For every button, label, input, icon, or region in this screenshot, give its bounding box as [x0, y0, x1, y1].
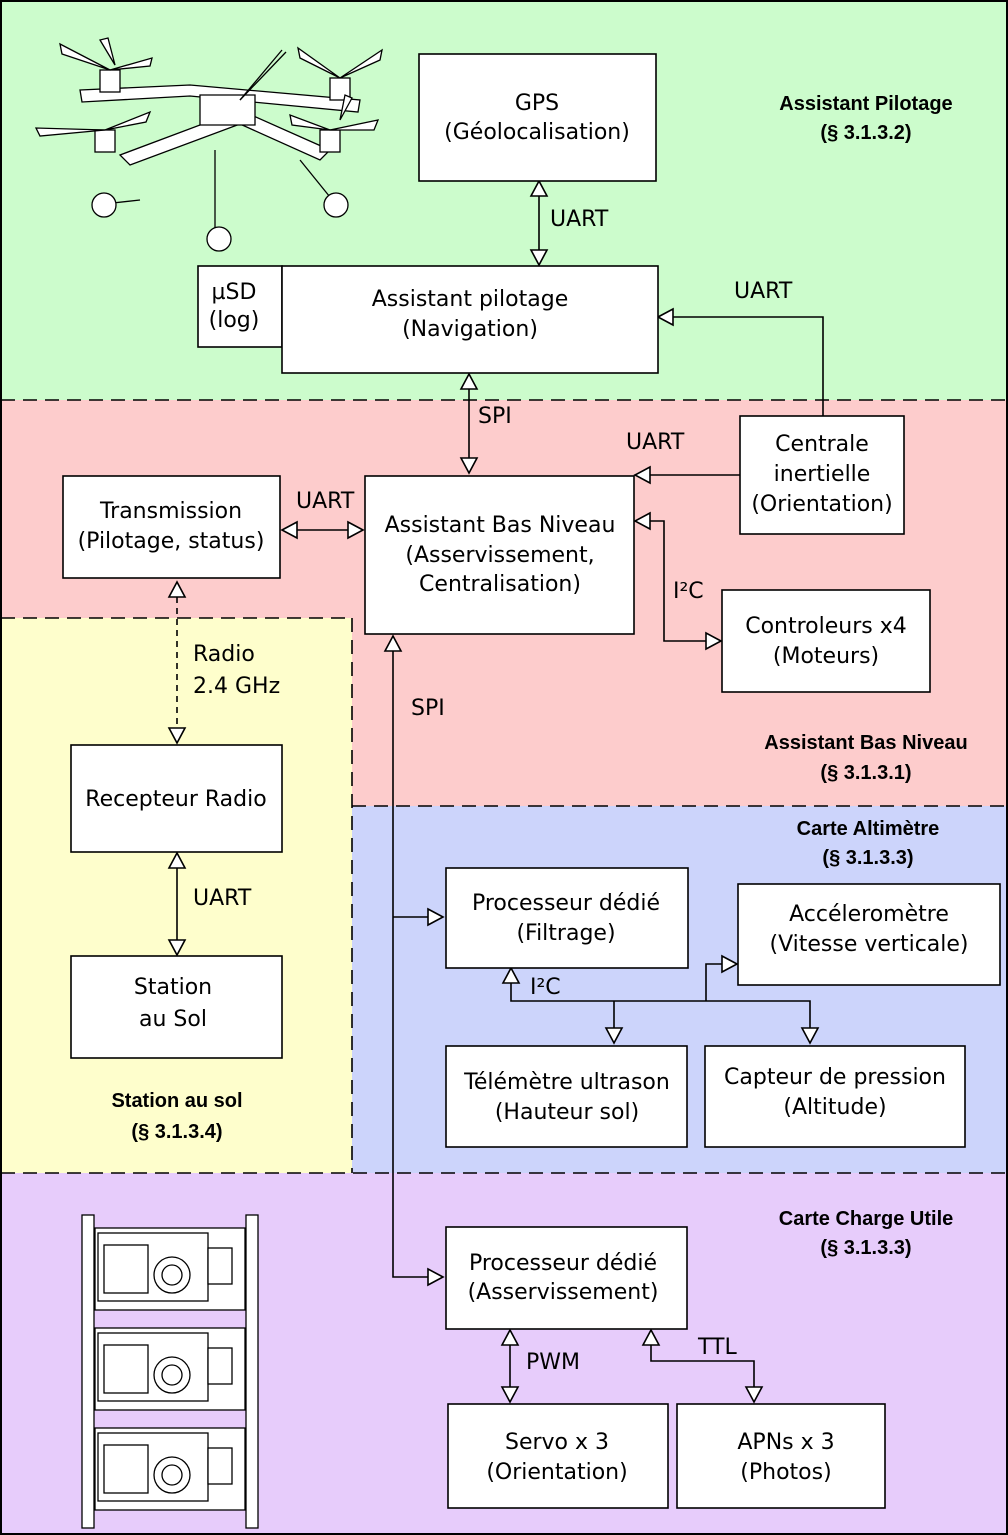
controleurs-box: Controleurs x4 (Moteurs) [721, 589, 931, 693]
ttl-label: TTL [697, 1335, 737, 1360]
centrale-label-2: inertielle [774, 462, 871, 487]
accelerometre-sublabel: (Vitesse verticale) [769, 932, 968, 957]
gps-label: GPS [515, 91, 559, 116]
section-station-ref: (§ 3.1.3.4) [131, 1121, 222, 1143]
controleurs-label: Controleurs x4 [745, 614, 907, 639]
servo-sublabel: (Orientation) [486, 1460, 627, 1485]
section-bas-niveau-ref: (§ 3.1.3.1) [820, 762, 911, 784]
camera-stack-drawing [81, 1214, 259, 1529]
assistant-pilotage-sublabel: (Navigation) [402, 317, 538, 342]
i2c-altimetre-label: I²C [530, 975, 561, 1000]
accelerometre-box: Accéleromètre (Vitesse verticale) [737, 883, 1001, 986]
recepteur-box: Recepteur Radio [70, 744, 283, 853]
radio-frequency-label: 2.4 GHz [193, 674, 280, 699]
uart-centrale-bas-label: UART [626, 430, 685, 455]
gps-box: GPS (Géolocalisation) [418, 53, 657, 182]
transmission-sublabel: (Pilotage, status) [78, 529, 265, 554]
proc-filtrage-box: Processeur dédié (Filtrage) [445, 867, 689, 969]
recepteur-label: Recepteur Radio [85, 787, 266, 812]
transmission-label: Transmission [99, 499, 242, 524]
proc-asserv-sublabel: (Asservissement) [468, 1280, 659, 1305]
transmission-box: Transmission (Pilotage, status) [62, 475, 281, 579]
telemetre-sublabel: (Hauteur sol) [495, 1100, 639, 1125]
radio-label: Radio [193, 642, 255, 667]
proc-asserv-box: Processeur dédié (Asservissement) [445, 1226, 688, 1330]
station-sublabel: au Sol [139, 1007, 207, 1032]
apn-sublabel: (Photos) [740, 1460, 831, 1485]
usd-sublabel: (log) [209, 308, 260, 333]
proc-filtrage-sublabel: (Filtrage) [516, 921, 615, 946]
quadcopter-drawing [34, 37, 383, 252]
centrale-sublabel: (Orientation) [751, 492, 892, 517]
section-charge-ref: (§ 3.1.3.3) [820, 1237, 911, 1259]
servo-box: Servo x 3 (Orientation) [447, 1403, 669, 1509]
section-bas-niveau-title: Assistant Bas Niveau [764, 732, 967, 754]
section-altimetre-title: Carte Altimètre [797, 818, 940, 840]
connections [167, 179, 824, 1404]
accelerometre-label: Accéleromètre [789, 902, 949, 927]
section-altimetre-ref: (§ 3.1.3.3) [822, 847, 913, 869]
assistant-pilotage-label: Assistant pilotage [372, 287, 568, 312]
uart-centrale-pilotage-label: UART [734, 279, 793, 304]
proc-filtrage-label: Processeur dédié [472, 891, 660, 916]
spi-bus-label: SPI [411, 696, 445, 721]
assistant-pilotage-box: Assistant pilotage (Navigation) [281, 265, 659, 374]
station-label: Station [134, 975, 212, 1000]
gps-sublabel: (Géolocalisation) [444, 120, 630, 145]
centrale-label: Centrale [775, 432, 869, 457]
capteur-box: Capteur de pression (Altitude) [704, 1045, 966, 1148]
zone-station-au-sol [0, 618, 352, 1173]
proc-asserv-label: Processeur dédié [469, 1251, 657, 1276]
uart-gps-label: UART [550, 207, 609, 232]
telemetre-label: Télémètre ultrason [463, 1070, 670, 1095]
apn-label: APNs x 3 [737, 1430, 834, 1455]
section-pilotage-ref: (§ 3.1.3.2) [820, 122, 911, 144]
station-box: Station au Sol [70, 955, 283, 1059]
bas-niveau-box: Assistant Bas Niveau (Asservissement, Ce… [364, 475, 635, 635]
usd-box: µSD (log) [197, 265, 283, 348]
centrale-box: Centrale inertielle (Orientation) [739, 415, 905, 535]
section-charge-title: Carte Charge Utile [779, 1208, 954, 1230]
bas-niveau-sublabel-2: Centralisation) [419, 572, 581, 597]
servo-label: Servo x 3 [505, 1430, 609, 1455]
telemetre-box: Télémètre ultrason (Hauteur sol) [445, 1045, 688, 1148]
controleurs-sublabel: (Moteurs) [773, 644, 879, 669]
capteur-sublabel: (Altitude) [783, 1095, 886, 1120]
section-pilotage-title: Assistant Pilotage [779, 93, 952, 115]
uart-station-label: UART [193, 886, 252, 911]
i2c-controleurs-label: I²C [673, 579, 704, 604]
apn-box: APNs x 3 (Photos) [676, 1403, 886, 1509]
spi-pilotage-label: SPI [478, 404, 512, 429]
section-titles: Assistant Pilotage (§ 3.1.3.2) Assistant… [111, 93, 967, 1259]
section-station-title: Station au sol [111, 1090, 242, 1112]
bas-niveau-sublabel: (Asservissement, [405, 543, 594, 568]
capteur-label: Capteur de pression [724, 1065, 946, 1090]
pwm-label: PWM [526, 1350, 580, 1375]
uart-transmission-label: UART [296, 489, 355, 514]
bas-niveau-label: Assistant Bas Niveau [385, 513, 616, 538]
link-labels: UART UART SPI UART UART I²C Radio 2.4 GH… [193, 207, 793, 1375]
usd-label: µSD [212, 280, 257, 305]
